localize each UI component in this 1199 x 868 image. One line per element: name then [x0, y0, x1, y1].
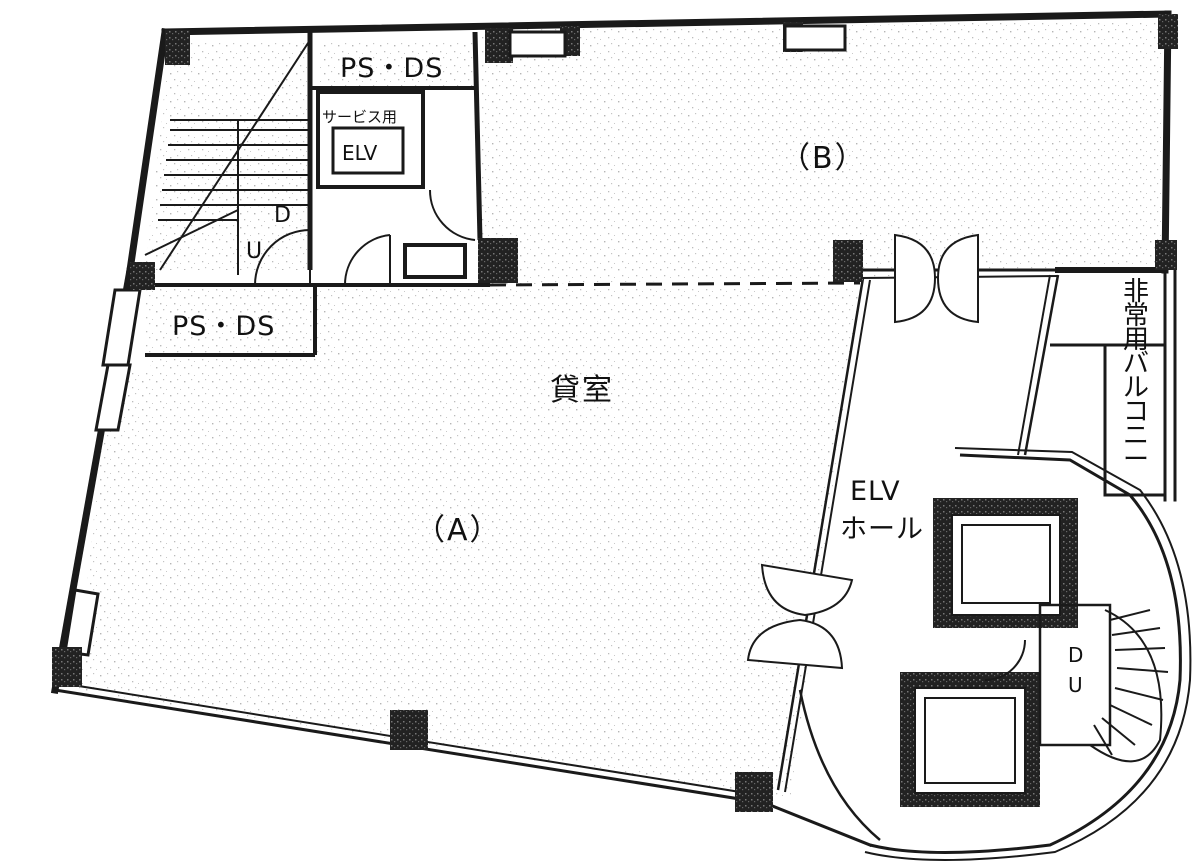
elevator-hall-curve	[798, 447, 1192, 861]
balcony-char: 用	[1123, 325, 1149, 355]
service-elevator-shaft	[316, 90, 425, 189]
balcony-char: ー	[1123, 445, 1149, 475]
spiral-staircase	[1038, 603, 1169, 763]
structural-columns	[52, 14, 1178, 812]
spiral-down-label: D	[1068, 643, 1083, 667]
spiral-up-label: U	[1068, 673, 1083, 697]
balcony-char: コ	[1123, 397, 1149, 427]
service-elv-box-label: ELV	[342, 141, 378, 165]
double-door-b	[894, 233, 979, 324]
section-b-label: （B）	[780, 141, 867, 176]
elevator-hall-door-swing	[984, 639, 1026, 681]
balcony-char: バ	[1123, 349, 1149, 379]
double-door-a	[746, 563, 854, 670]
balcony-char: ル	[1123, 373, 1149, 403]
stair-up-label: U	[246, 239, 262, 264]
balcony-char: ニ	[1123, 421, 1149, 451]
elevator-2	[900, 672, 1040, 807]
left-wall-windows	[63, 288, 142, 657]
top-windows	[508, 24, 847, 58]
elv-hall-label-line2: ホール	[840, 514, 924, 545]
balcony-char: 常	[1123, 301, 1149, 331]
door-swings-core	[254, 189, 476, 286]
elv-hall-label-line1: ELV	[850, 476, 901, 507]
ps-ds-left-label: PS・DS	[172, 311, 275, 342]
elevator-1	[933, 498, 1078, 628]
balcony-char: 非	[1123, 277, 1149, 307]
floor-stipple	[75, 20, 1170, 800]
emergency-balcony-label: 非 常 用 バ ル コ ニ ー	[1123, 277, 1149, 475]
service-elv-caption: サービス用	[322, 108, 397, 126]
main-staircase	[144, 39, 311, 275]
stair-down-label: D	[274, 203, 291, 228]
section-a-label: （A）	[415, 513, 502, 548]
rental-room-label: 貸室	[550, 373, 614, 408]
ps-ds-top-label: PS・DS	[340, 53, 443, 84]
